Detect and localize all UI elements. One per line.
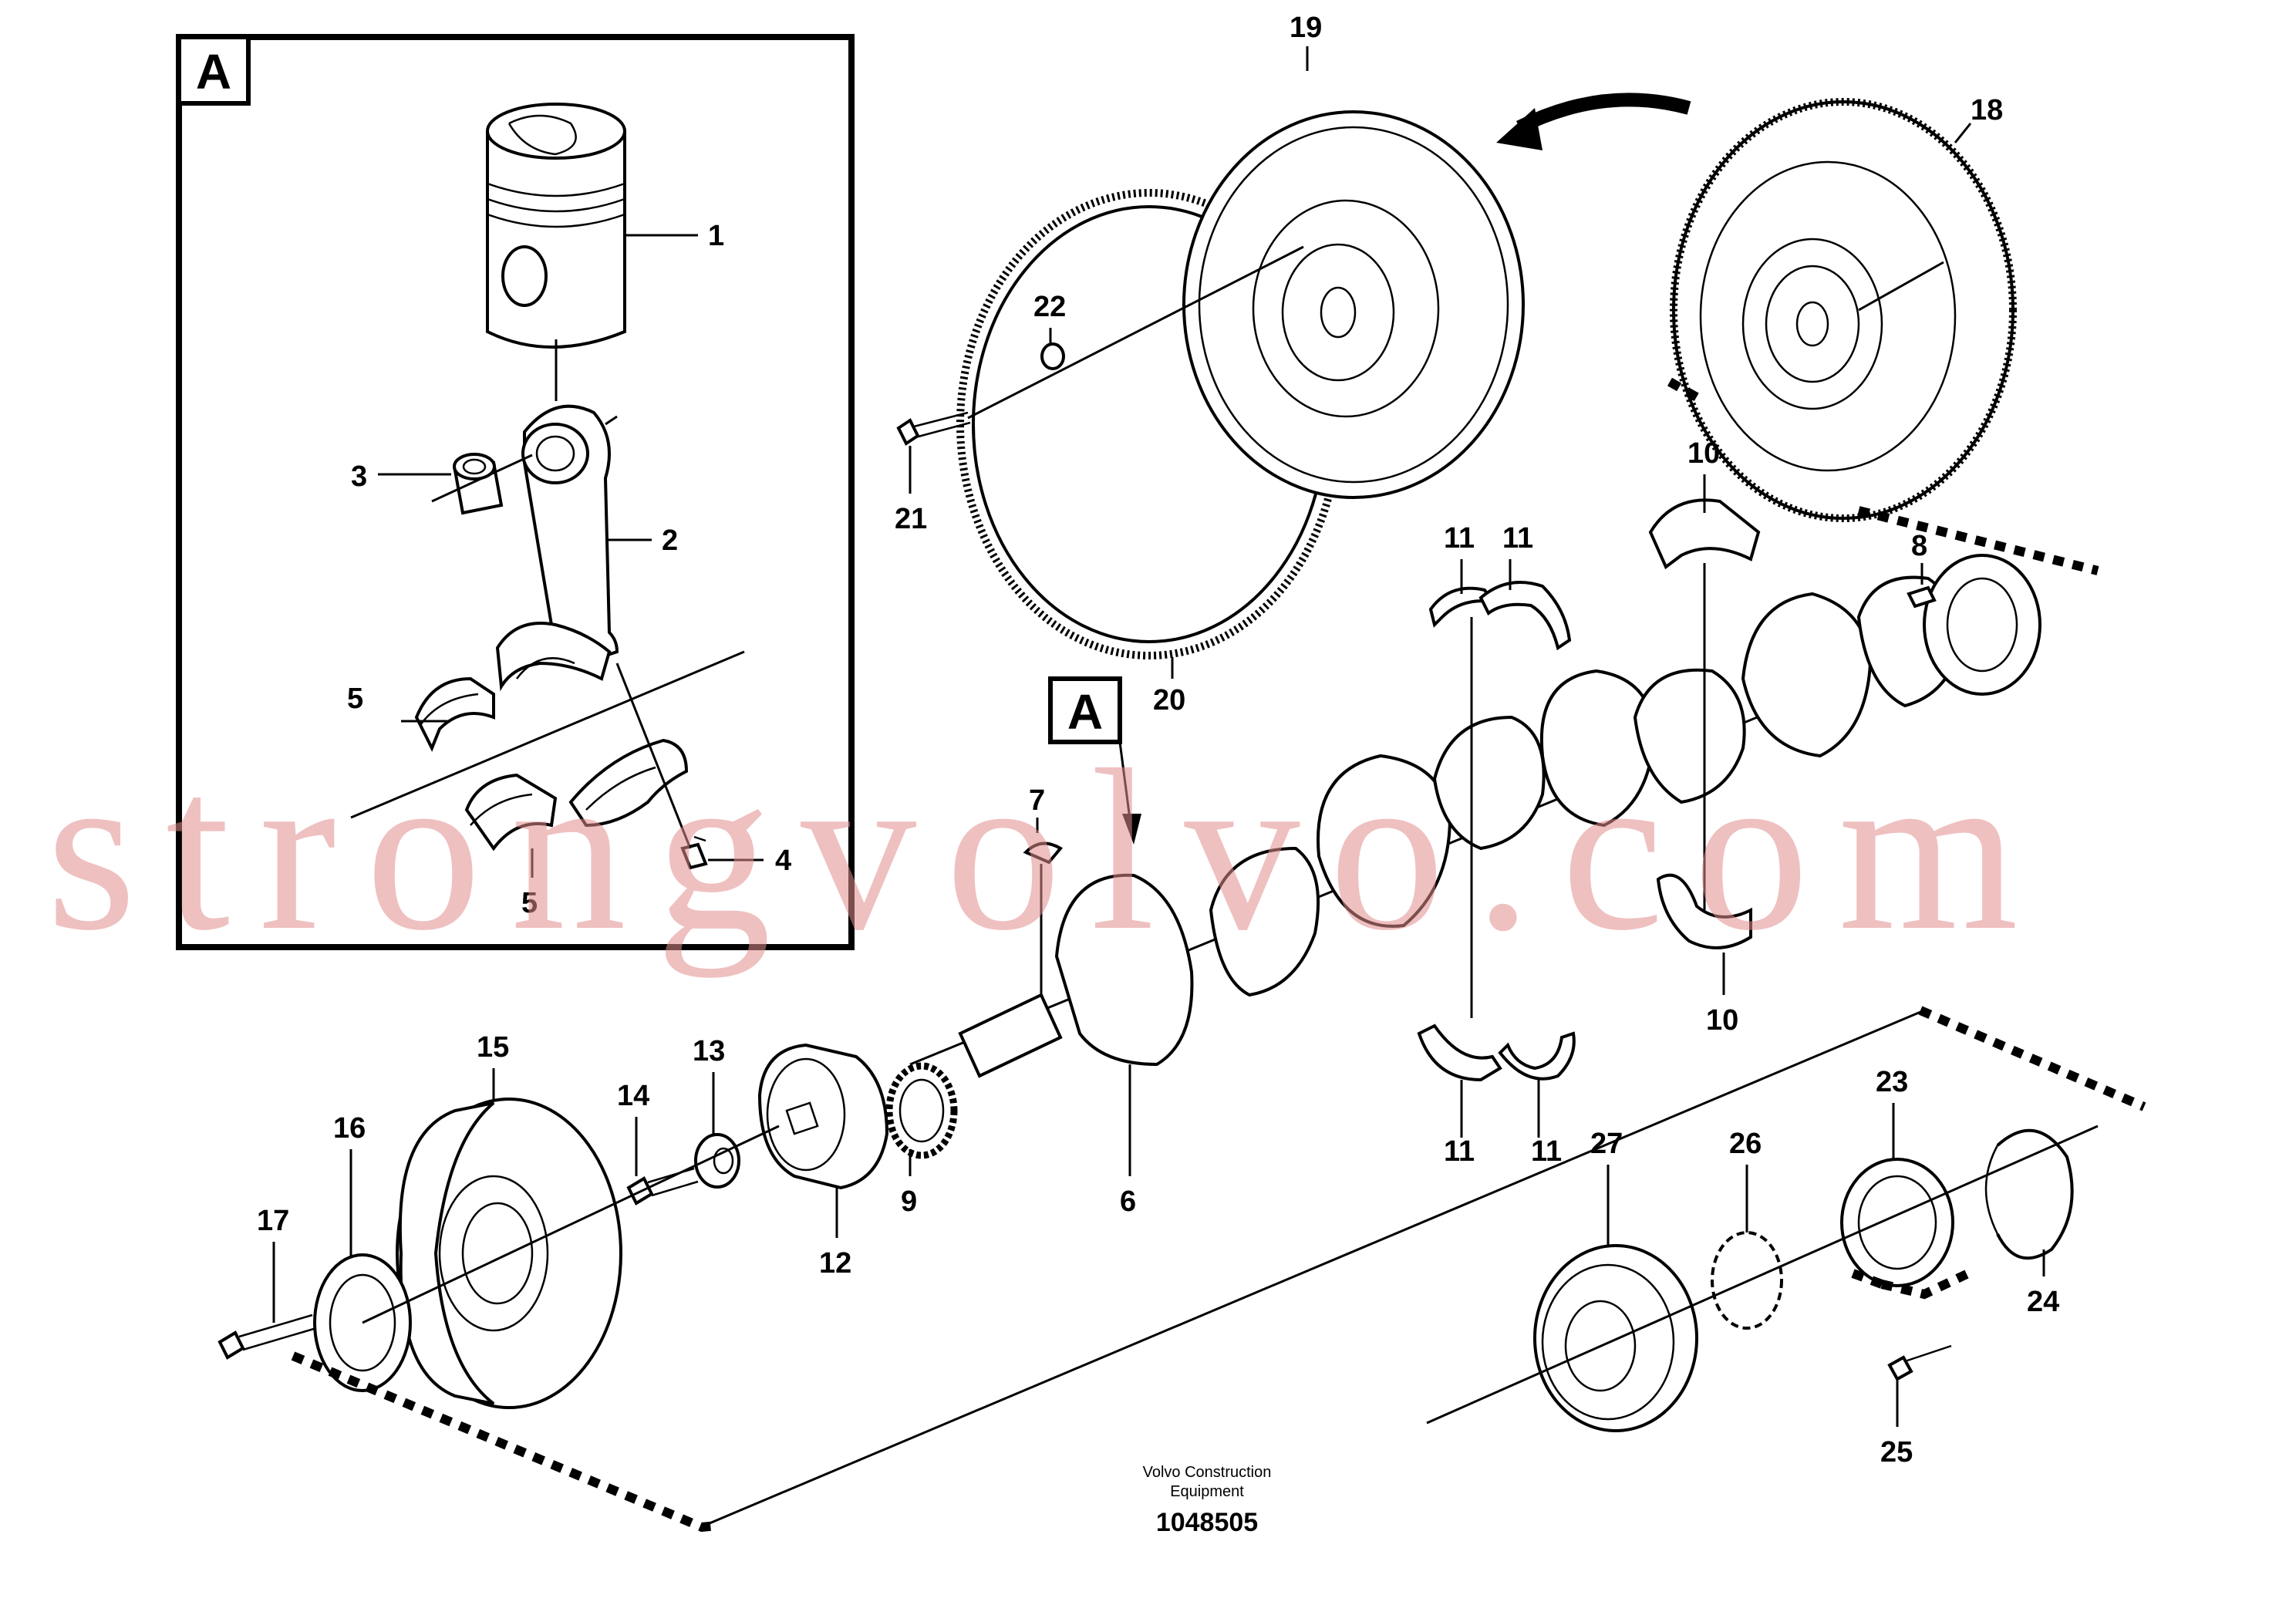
callout-4: 4 [775,845,791,877]
lock-plate [1711,1231,1783,1330]
callout-18: 18 [1971,94,2003,126]
hub [757,1043,889,1190]
wear-sleeve [1984,1128,2074,1260]
callout-19: 19 [1290,12,1322,44]
dashed-plane-outlines [291,377,2146,1533]
rod-bearing-lower [464,773,558,851]
thrust-washer-lower-left [1417,1023,1502,1082]
center-bolt [626,1167,699,1206]
connecting-rod [495,404,619,692]
callout-22: 22 [1033,291,1066,323]
detail-box-label: A [196,44,231,99]
piston [486,103,626,349]
spacer-washer [694,1133,740,1189]
callout-10-upper: 10 [1687,437,1720,470]
callout-11-lower-left: 11 [1444,1135,1475,1168]
detail-pointer-label: A [1067,684,1103,740]
rod-cap [568,738,689,828]
main-bearing-upper [1648,498,1761,570]
callout-1: 1 [708,220,724,252]
callout-13: 13 [693,1035,725,1067]
callout-14: 14 [617,1080,649,1112]
callout-2: 2 [662,524,678,557]
pulley-bolt [1887,1344,1952,1381]
callout-17: 17 [257,1205,289,1237]
callout-24: 24 [2027,1286,2059,1318]
detail-box-a: A [176,34,855,950]
callout-9: 9 [901,1185,917,1218]
callout-3: 3 [351,460,367,493]
callout-21: 21 [895,503,927,535]
crankshaft-gear [885,1062,958,1159]
rod-bearing-upper [414,676,495,752]
flywheel-bolt [896,411,971,446]
callout-11-upper-left: 11 [1444,522,1475,555]
callout-15: 15 [477,1031,509,1064]
woodruff-key [1023,841,1064,865]
callout-5-upper: 5 [347,683,363,715]
damper-bolt [217,1313,317,1360]
footer-drawing-number: 1048505 [1156,1508,1258,1537]
thrust-washer-upper-right [1478,581,1572,651]
callout-7: 7 [1029,784,1045,817]
callout-8: 8 [1911,530,1927,562]
footer-company-line2: Equipment [1170,1483,1244,1500]
callout-11-upper-right: 11 [1502,522,1533,555]
callout-12: 12 [819,1247,851,1280]
footer-company-line1: Volvo Construction [1143,1464,1272,1481]
flywheel [1182,110,1525,499]
callout-10-lower: 10 [1706,1004,1738,1037]
callout-11-lower-right: 11 [1531,1135,1562,1168]
thrust-washer-lower-right [1498,1031,1576,1081]
detail-pointer-a: A [1048,676,1141,845]
crankshaft [909,554,2041,1078]
callout-25: 25 [1880,1436,1913,1469]
callout-26: 26 [1729,1128,1762,1160]
washer [1040,342,1065,370]
rod-bolt [680,835,708,870]
callout-20: 20 [1153,684,1185,717]
callout-6: 6 [1120,1185,1136,1218]
guide-pin [1907,585,1937,609]
callout-16: 16 [333,1112,366,1145]
callout-23: 23 [1876,1066,1908,1098]
seal-ring [1840,1158,1954,1287]
footer: Volvo Construction Equipment 1048505 [1143,1464,1272,1537]
rotation-arrow [1496,93,1691,150]
flywheel-with-ring-gear [1670,98,2017,522]
main-bearing-lower [1656,873,1752,949]
piston-pin [431,453,533,515]
callout-5-lower: 5 [521,887,538,919]
